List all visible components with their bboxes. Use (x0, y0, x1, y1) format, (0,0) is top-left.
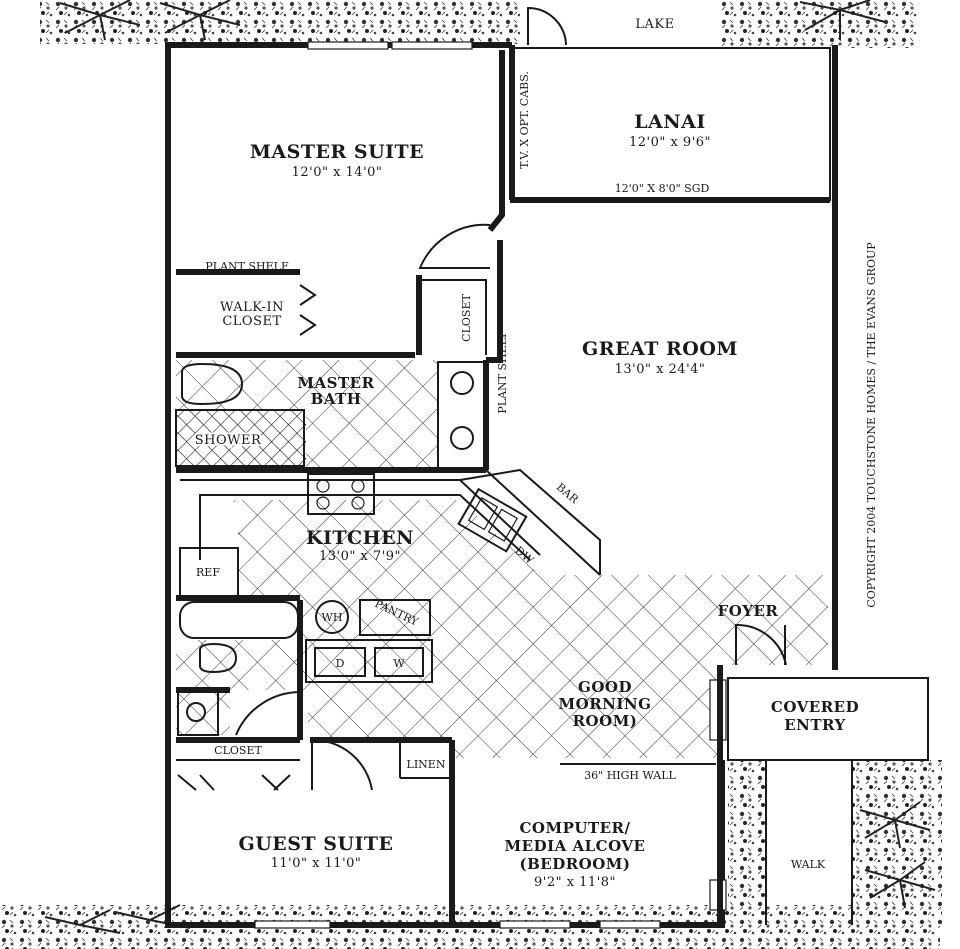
copyright-label: COPYRIGHT 2004 TOUCHSTONE HOMES / THE EV… (865, 242, 878, 608)
master-suite-label: MASTER SUITE (250, 141, 424, 163)
great-room-label: GREAT ROOM (582, 338, 738, 360)
lanai-dimensions: 12'0" x 9'6" (629, 135, 711, 150)
palm-icon (44, 0, 936, 934)
plant-shelf-label: PLANT SHELF (205, 260, 289, 273)
guest-suite-dimensions: 11'0" x 11'0" (271, 856, 362, 871)
cooktop-icon (307, 473, 375, 515)
refrigerator-label: REF (196, 566, 220, 579)
master-suite-dimensions: 12'0" x 14'0" (292, 165, 383, 180)
sgd-label: 12'0" X 8'0" SGD (615, 182, 710, 195)
good-morning-line1: GOOD (578, 678, 632, 696)
master-bath-fixtures (175, 361, 487, 469)
bathtub-icon (179, 601, 299, 639)
kitchen-counters (179, 468, 601, 597)
tiled-floors (176, 360, 828, 758)
kitchen-label: KITCHEN (306, 527, 414, 549)
good-morning-line2: MORNING (559, 695, 652, 713)
water-heater-label: WH (322, 611, 343, 624)
kitchen-dimensions: 13'0" x 7'9" (319, 549, 401, 564)
computer-alcove-line1: COMPUTER/ (519, 819, 630, 837)
foyer-label: FOYER (718, 602, 779, 620)
master-bath-line2: BATH (311, 390, 362, 408)
lanai-label: LANAI (634, 111, 706, 133)
tv-cabs-label: T.V. X OPT. CABS. (518, 71, 531, 169)
linen-label: LINEN (407, 758, 446, 771)
computer-alcove-dimensions: 9'2" x 11'8" (534, 875, 616, 890)
computer-alcove-line2: MEDIA ALCOVE (505, 837, 646, 855)
walk-label: WALK (791, 858, 826, 871)
walkin-closet-line2: CLOSET (222, 314, 281, 329)
kitchen-sink-icon (457, 487, 528, 553)
toilet-icon (199, 642, 238, 674)
washer-label: W (393, 657, 405, 670)
computer-alcove-line3: (BEDROOM) (519, 855, 630, 873)
toilet-icon (181, 362, 244, 406)
covered-entry-line1: COVERED (771, 698, 859, 716)
shower-label: SHOWER (195, 433, 262, 448)
interior-walls (176, 50, 830, 925)
great-room-dimensions: 13'0" x 24'4" (615, 362, 706, 377)
guest-suite-label: GUEST SUITE (238, 833, 393, 855)
guest-closet-label: CLOSET (214, 744, 262, 757)
laundry-area (305, 599, 433, 683)
room-labels: LAKE LANAI 12'0" x 9'6" 12'0" X 8'0" SGD… (193, 17, 878, 890)
master-bath-line1: MASTER (297, 374, 374, 392)
dryer-label: D (336, 657, 345, 670)
covered-entry-line2: ENTRY (784, 716, 846, 734)
high-wall-label: 36" HIGH WALL (584, 769, 676, 782)
good-morning-line3: ROOM) (573, 712, 638, 730)
plant-shelf-vertical-label: PLANT SHELF (496, 330, 509, 414)
covered-entry (727, 677, 929, 925)
walkin-closet-line1: WALK-IN (220, 300, 284, 315)
guest-bath-fixtures (177, 601, 299, 736)
lake-label: LAKE (635, 17, 674, 32)
door-swings (176, 6, 787, 791)
closet-label-vertical: CLOSET (460, 294, 473, 342)
